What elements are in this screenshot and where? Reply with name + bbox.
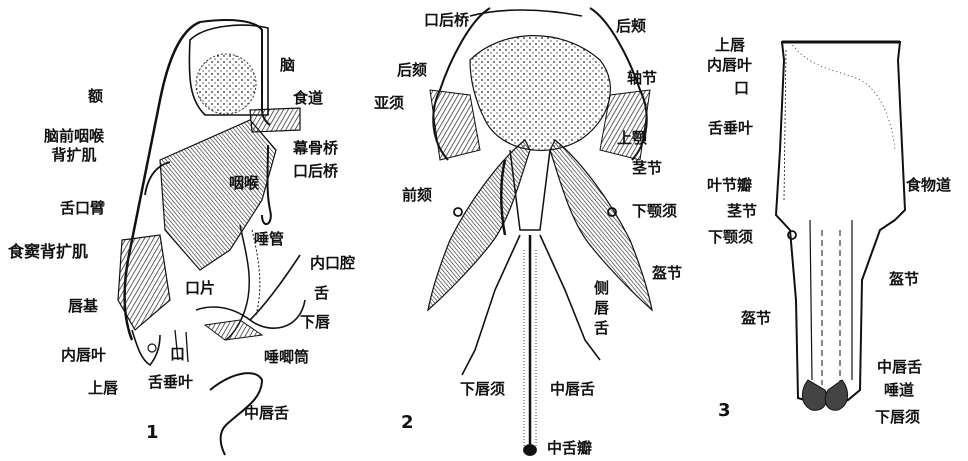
label-prementum: 前颏 [402, 187, 432, 203]
label-salivary-pump: 唾唧筒 [264, 349, 309, 365]
label-epipharynx-lobe: 内唇叶 [707, 57, 752, 73]
label-flabellum: 中舌瓣 [547, 440, 592, 456]
label-salivary-canal: 唾道 [884, 382, 914, 398]
label-oral-plate: 口片 [185, 280, 215, 296]
label-labial-palp-3: 下唇须 [875, 409, 920, 425]
label-inner-mouth-cavity: 内口腔 [310, 255, 355, 271]
label-salivary-duct: 唾管 [254, 231, 284, 247]
label-galea-left: 盔节 [741, 310, 771, 326]
label-cardo: 轴节 [627, 70, 657, 86]
label-hypopharyngeal-lobe: 舌垂叶 [148, 374, 193, 390]
label-stipes-3: 茎节 [727, 203, 757, 219]
label-hypopharyngeal-arm: 舌口臂 [60, 200, 105, 216]
label-labrum: 上唇 [715, 37, 745, 53]
label-upper-lip: 上唇 [88, 380, 118, 396]
label-maxilla: 上颚 [617, 130, 647, 146]
label-postocciput: 后颏 [397, 62, 427, 78]
label-glossa-3: 中唇舌 [877, 359, 922, 375]
label-lower-lip: 下唇 [300, 314, 330, 330]
label-galea: 盔节 [652, 265, 682, 281]
label-esophagus: 食道 [293, 90, 323, 106]
label-maxillary-palp: 下颚须 [632, 203, 677, 219]
label-labral-base: 唇基 [68, 298, 98, 314]
label-hypopharynx-lobe: 舌垂叶 [708, 120, 753, 136]
label-cibarial-dilator: 脑前咽喉 背扩肌 [44, 127, 104, 165]
label-pharynx: 咽喉 [229, 175, 259, 191]
label-tentorial-bridge: 幕骨桥 [293, 140, 338, 156]
label-tongue: 舌 [314, 285, 329, 301]
label-lacinia: 叶节瓣 [707, 177, 752, 193]
label-stipes: 茎节 [632, 160, 662, 176]
label-inner-lip-lobe: 内唇叶 [61, 347, 106, 363]
label-paraglossa: 侧 唇 舌 [594, 278, 609, 338]
label-post-oral-bridge-2: 口后桥 [424, 12, 469, 28]
label-forehead: 额 [88, 88, 103, 104]
label-glossa: 中唇舌 [550, 381, 595, 397]
label-post-oral-bridge: 口后桥 [293, 163, 338, 179]
label-maxillary-palp-3: 下颚须 [708, 229, 753, 245]
label-galea-right: 盔节 [889, 271, 919, 287]
label-submentum: 亚须 [374, 95, 404, 111]
label-brain: 脑 [280, 57, 295, 73]
label-labial-palp: 下唇须 [460, 381, 505, 397]
figure-1-number: 1 [146, 422, 159, 443]
figure-3-number: 3 [718, 400, 731, 421]
figure-2-number: 2 [401, 412, 414, 433]
label-food-canal: 食物道 [906, 177, 951, 193]
label-mouth: 口 [170, 346, 185, 362]
label-mouth-3: 口 [734, 80, 749, 96]
label-median-glossa: 中唇舌 [244, 405, 289, 421]
label-postgena: 后颊 [616, 18, 646, 34]
figure-3-drawing [776, 42, 905, 410]
label-cibarium-dilator: 食窦背扩肌 [8, 244, 88, 260]
